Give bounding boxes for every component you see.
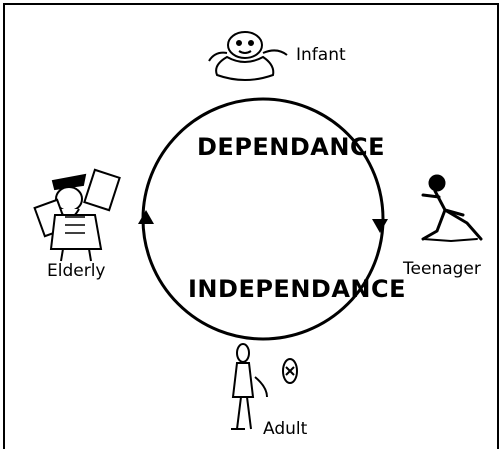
infant-icon [208, 31, 288, 81]
diagram-frame: DEPENDANCE INDEPENDANCE Infant Teenager … [3, 3, 499, 449]
adult-icon [231, 343, 298, 430]
adult-label: Adult [263, 419, 308, 439]
teenager-icon [421, 174, 483, 243]
elderly-icon [33, 168, 121, 262]
cycle-diagram [33, 31, 483, 430]
teenager-label: Teenager [403, 259, 481, 279]
infant-label: Infant [296, 45, 346, 65]
dependance-label: DEPENDANCE [197, 133, 385, 161]
clockwise-arrow-left [138, 210, 154, 224]
elderly-label: Elderly [47, 261, 106, 281]
independance-label: INDEPENDANCE [188, 275, 406, 303]
clockwise-arrow-right [372, 219, 388, 233]
